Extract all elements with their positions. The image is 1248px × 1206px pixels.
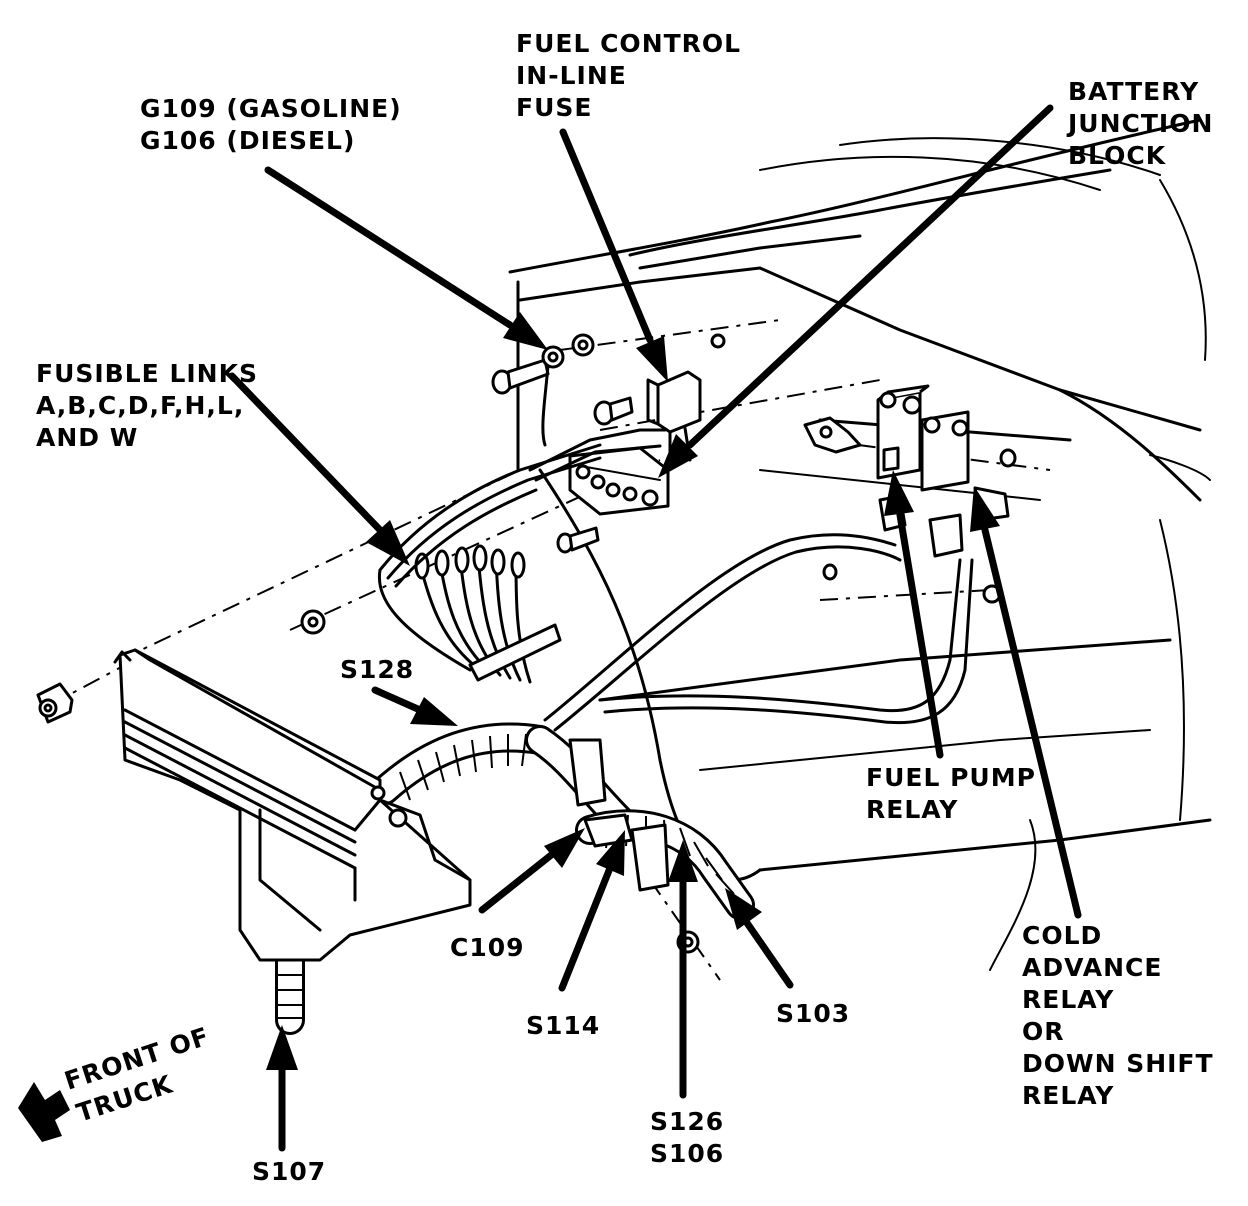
screw-icon <box>999 448 1017 468</box>
s103-label: S103 <box>776 999 850 1028</box>
cold-advance-relay-icon <box>920 410 1010 522</box>
arrow-fusible-links <box>228 372 410 566</box>
arrow-s103 <box>725 888 794 989</box>
s126-label: S126 <box>650 1107 724 1136</box>
cold-advance-relay-label-4: OR <box>1022 1017 1065 1046</box>
arrow-cold-advance-relay <box>970 486 1082 919</box>
fusible-links-label-2: A,B,C,D,F,H,L, <box>36 391 244 420</box>
leader-arrows <box>18 104 1082 1152</box>
arrow-battery-junction-block <box>658 104 1054 478</box>
relay-bracket-icon <box>803 416 862 454</box>
cold-advance-relay-label-5: DOWN SHIFT <box>1022 1049 1214 1078</box>
s107-label: S107 <box>252 1157 326 1186</box>
fuel-pump-relay-label-2: RELAY <box>866 795 958 824</box>
fuel-pump-relay-icon <box>876 384 930 480</box>
ground-bolt-icon <box>491 358 550 395</box>
wire-runs <box>377 428 974 732</box>
nut-icon <box>710 333 726 349</box>
c109-label: C109 <box>450 933 525 962</box>
arrow-ground <box>264 166 548 350</box>
arrow-fuel-control-fuse <box>559 128 668 382</box>
main-harness <box>275 722 755 1035</box>
fasteners <box>36 333 1017 954</box>
fuel-control-fuse-label-1: FUEL CONTROL <box>516 29 741 58</box>
fuel-control-fuse-label-3: FUSE <box>516 93 592 122</box>
star-washer-icon <box>571 333 595 357</box>
battery-junction-block-label-1: BATTERY <box>1068 77 1199 106</box>
cold-advance-relay-label-3: RELAY <box>1022 985 1114 1014</box>
front-of-truck-arrow-icon <box>18 1082 70 1142</box>
ground-label-diesel: G106 (DIESEL) <box>140 126 355 155</box>
arrow-s114 <box>558 830 625 992</box>
fusible-links-label-1: FUSIBLE LINKS <box>36 359 258 388</box>
fuel-control-fuse-label-2: IN-LINE <box>516 61 627 90</box>
ground-label-gasoline: G109 (GASOLINE) <box>140 94 402 123</box>
s114-label: S114 <box>526 1011 600 1040</box>
arrow-s128 <box>371 686 458 726</box>
screw-icon <box>822 563 838 581</box>
bolt-icon <box>593 396 634 426</box>
fusible-links-label-3: AND W <box>36 423 138 452</box>
cold-advance-relay-label-6: RELAY <box>1022 1081 1114 1110</box>
screw-icon <box>556 526 600 554</box>
battery-junction-block-label-2: JUNCTION <box>1066 109 1213 138</box>
s128-label: S128 <box>340 655 414 684</box>
cold-advance-relay-label-1: COLD <box>1022 921 1102 950</box>
cold-advance-relay-label-2: ADVANCE <box>1022 953 1162 982</box>
ground-terminal-icon <box>541 345 565 447</box>
arrow-fuel-pump-relay <box>884 470 944 759</box>
arrow-c109 <box>478 828 585 914</box>
fuse-box-housing <box>113 648 472 962</box>
s106-label: S106 <box>650 1139 724 1168</box>
fuel-pump-relay-label-1: FUEL PUMP <box>866 763 1036 792</box>
nut-icon <box>300 609 326 635</box>
arrow-s107 <box>266 1025 298 1152</box>
diagram-labels: FUEL CONTROL IN-LINE FUSE G109 (GASOLINE… <box>36 29 1214 1186</box>
battery-junction-block-label-3: BLOCK <box>1068 141 1167 170</box>
fusible-links <box>414 544 562 684</box>
plug-nut-icon <box>36 682 74 724</box>
arrow-s126-s106 <box>668 840 698 1099</box>
